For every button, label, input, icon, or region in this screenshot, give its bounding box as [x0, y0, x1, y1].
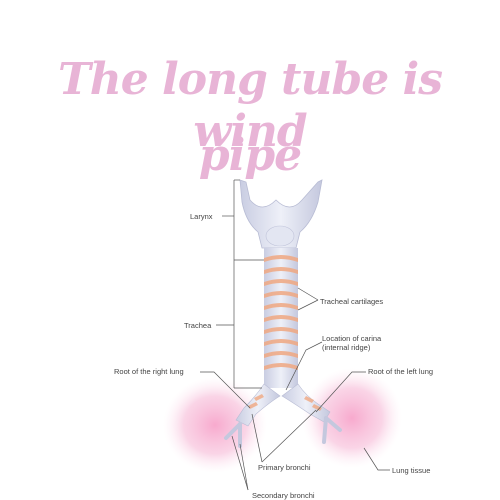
- label-secondary-bronchi: Secondary bronchi: [252, 491, 315, 500]
- label-primary-bronchi: Primary bronchi: [258, 463, 311, 472]
- label-carina-line2: (internal ridge): [322, 343, 371, 352]
- larynx-cartilage: [265, 225, 295, 247]
- left-lung-tissue: [302, 368, 402, 468]
- label-lung-tissue: Lung tissue: [392, 466, 430, 475]
- label-root-left-lung: Root of the left lung: [368, 367, 433, 376]
- label-larynx: Larynx: [190, 212, 213, 221]
- label-trachea: Trachea: [184, 321, 212, 330]
- bronchi-cartilage: [248, 394, 322, 411]
- label-tracheal-cartilages: Tracheal cartilages: [320, 297, 383, 306]
- label-carina-line1: Location of carina: [322, 334, 382, 343]
- right-lung-tissue: [163, 377, 267, 473]
- leader-lines: [200, 179, 390, 491]
- larynx-shape: [239, 179, 323, 249]
- secondary-bronchi: [224, 416, 342, 448]
- label-root-right-lung: Root of the right lung: [114, 367, 184, 376]
- tracheal-cartilage-rings: [264, 255, 298, 370]
- title-line-2: pipe: [198, 130, 302, 181]
- title-line-1: The long tube is wind: [57, 54, 443, 157]
